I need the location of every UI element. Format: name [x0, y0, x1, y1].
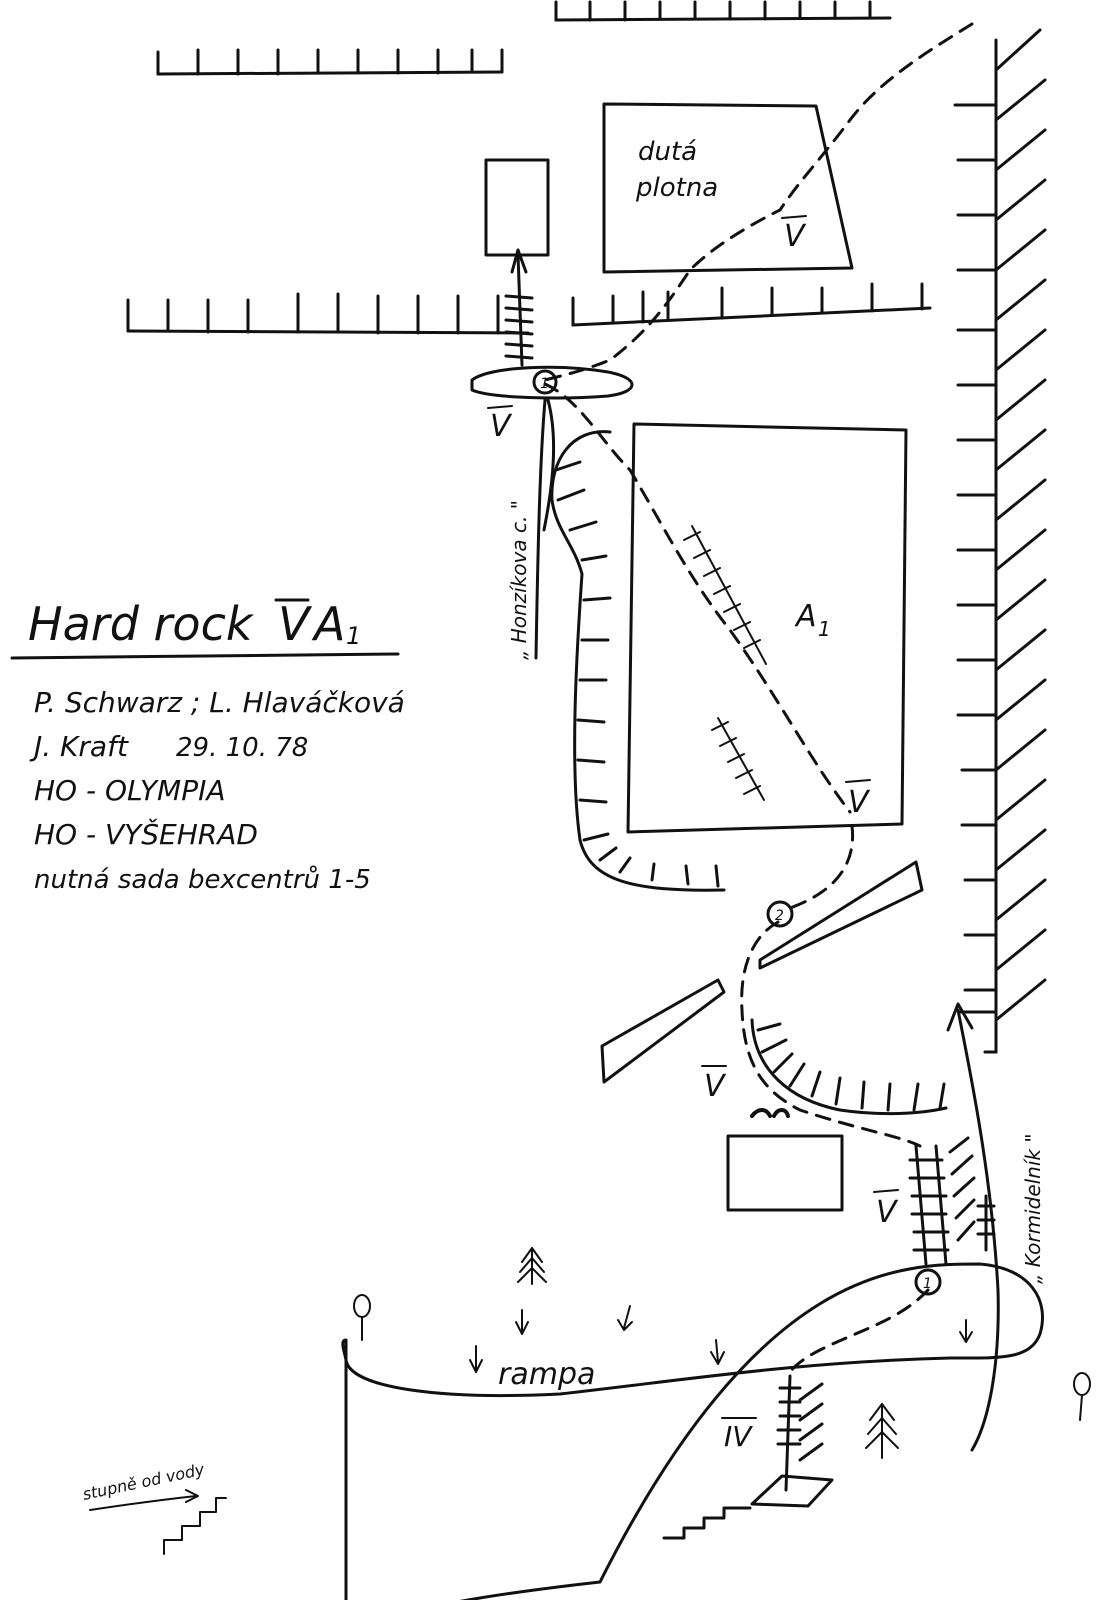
upper-slab [758, 860, 924, 970]
svg-text:V: V [784, 219, 807, 254]
svg-text:1: 1 [540, 376, 549, 392]
title-aid-sub: 1 [346, 622, 361, 650]
hollow-slab-outline [602, 102, 854, 274]
top-left-ledge [156, 48, 504, 76]
lower-slope [750, 1018, 948, 1116]
belay-bottom: 1 [914, 1268, 942, 1296]
deciduous-tree-icon [1073, 1372, 1091, 1421]
svg-text:1: 1 [923, 1276, 932, 1292]
bottom-stairs [662, 1474, 834, 1540]
hollow-slab-label-1: dutá [638, 137, 697, 167]
belay-middle: 2 [766, 900, 794, 928]
credits-line-2-name: J. Kraft [29, 730, 129, 763]
grade-label: V [873, 1189, 899, 1230]
aid-face-letter: A [794, 599, 817, 634]
credits-line-5: nutná sada bexcentrů 1-5 [34, 864, 371, 895]
route-line [786, 1288, 930, 1378]
title-aid: A [311, 597, 345, 651]
ramp-label: rampa [498, 1357, 595, 1392]
top-belay-ledge [470, 365, 634, 400]
ramp-arrows [469, 1305, 973, 1373]
grade-label: V [781, 215, 807, 254]
aid-bolt-line-upper [683, 525, 767, 665]
title-block: Hard rock V A 1 [10, 597, 400, 660]
credits-block: P. Schwarz ; L. Hlaváčková J. Kraft 29. … [29, 686, 405, 895]
left-slope [550, 430, 726, 892]
tree-icon [865, 1403, 899, 1459]
stairs-legend: stupně od vody [81, 1459, 227, 1555]
grade-label: V [701, 1065, 727, 1104]
route-line [788, 824, 855, 910]
credits-line-4: HO - VYŠEHRAD [34, 817, 258, 851]
credits-line-1: P. Schwarz ; L. Hlaváčková [34, 686, 405, 719]
svg-text:IV: IV [724, 1420, 753, 1453]
middle-slab [600, 978, 726, 1084]
title-text: Hard rock [28, 597, 255, 651]
hollow-slab-label-2: plotna [635, 173, 718, 203]
aid-bolt-line-lower [711, 717, 765, 801]
lower-block-marks [750, 1108, 790, 1118]
aid-face-outline [626, 422, 908, 834]
deciduous-tree-icon [353, 1294, 371, 1341]
route-line [543, 382, 852, 814]
right-route-name: „ Kormidelník " [1021, 1133, 1045, 1284]
credits-line-2-date: 29. 10. 78 [176, 733, 308, 763]
route-line [740, 920, 922, 1148]
tree-icon [517, 1247, 547, 1285]
credits-line-3: HO - OLYMPIA [34, 774, 226, 807]
svg-text:V: V [848, 785, 871, 820]
svg-text:V: V [876, 1195, 899, 1230]
route-line [543, 22, 974, 382]
aid-face-sub: 1 [818, 617, 831, 641]
right-pillar-line [946, 1002, 1000, 1452]
left-crack [504, 248, 556, 660]
svg-text:2: 2 [775, 908, 784, 924]
title-grade: V [278, 597, 313, 651]
grade-label: IV [721, 1417, 757, 1453]
top-right-ledge [554, 0, 892, 22]
left-route-name: „ Honzíkova c. " [507, 500, 531, 660]
lower-block [726, 1134, 844, 1212]
svg-text:V: V [490, 409, 513, 444]
svg-text:V: V [704, 1069, 727, 1104]
belay-top: 1 [532, 369, 558, 395]
lower-corner [908, 1136, 996, 1266]
grade-label: V [487, 405, 513, 444]
middle-right-ledge [571, 282, 932, 327]
bottom-crack [776, 1374, 824, 1492]
middle-left-ledge [126, 292, 530, 335]
grade-label: V [845, 779, 871, 820]
upper-left-block [484, 158, 550, 257]
right-wall [953, 28, 1047, 1054]
ramp-outline [341, 1262, 1044, 1600]
